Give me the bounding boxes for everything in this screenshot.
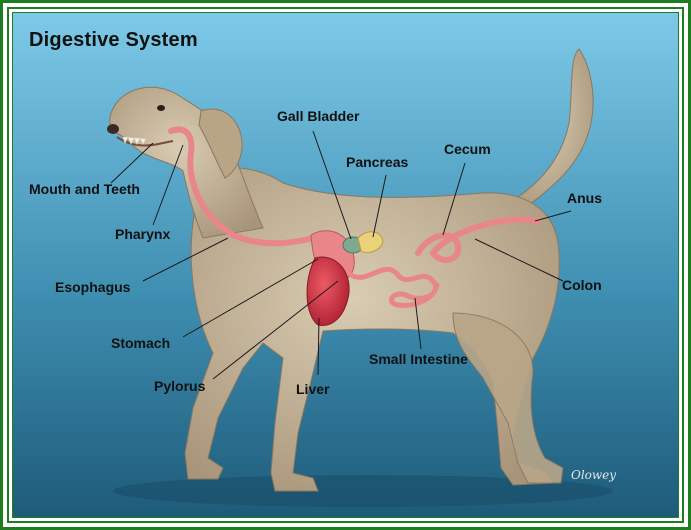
- label-colon: Colon: [562, 277, 602, 293]
- label-cecum: Cecum: [444, 141, 491, 157]
- label-stomach: Stomach: [111, 335, 170, 351]
- dog-eye: [157, 105, 165, 111]
- dog-nose: [107, 124, 119, 134]
- artist-signature: Olowey: [571, 468, 616, 482]
- label-esophagus: Esophagus: [55, 279, 130, 295]
- label-anus: Anus: [567, 190, 602, 206]
- label-small-intestine: Small Intestine: [369, 351, 468, 367]
- inner-frame: Digestive System Mouth and Teeth Pharynx…: [7, 7, 684, 523]
- label-gall-bladder: Gall Bladder: [277, 108, 359, 124]
- page-title: Digestive System: [29, 29, 198, 52]
- dog-illustration: [13, 13, 679, 518]
- label-pharynx: Pharynx: [115, 226, 170, 242]
- label-liver: Liver: [296, 381, 329, 397]
- label-pancreas: Pancreas: [346, 154, 408, 170]
- diagram-area: Digestive System Mouth and Teeth Pharynx…: [12, 12, 679, 518]
- label-pylorus: Pylorus: [154, 378, 205, 394]
- label-mouth-and-teeth: Mouth and Teeth: [29, 181, 140, 197]
